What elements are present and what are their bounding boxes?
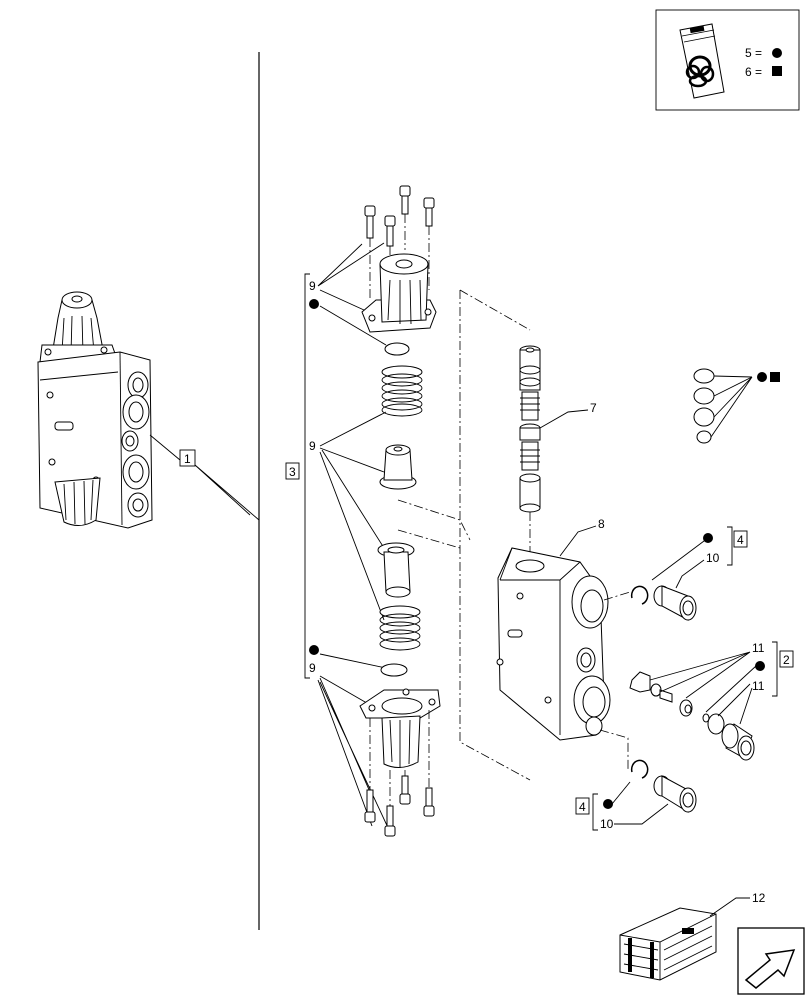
- seal-kit-legend: 5 = 6 =: [655, 9, 800, 111]
- shipping-crate-icon: [619, 907, 717, 981]
- callout-10-lower[interactable]: 10: [600, 817, 614, 831]
- kit-5-label: 5 =: [745, 46, 762, 60]
- assembly-line-plug-up: [603, 591, 631, 601]
- top-pilot-cap: [361, 253, 437, 333]
- bottom-cap-screws: [364, 710, 435, 837]
- callout-8[interactable]: 8: [598, 517, 605, 531]
- assembled-valve-section: [37, 291, 153, 529]
- assembly-line-plug: [599, 729, 629, 770]
- bracket-4-lower: [592, 793, 598, 831]
- callout-12[interactable]: 12: [752, 891, 766, 905]
- callout-10-upper-leader: [675, 559, 705, 589]
- callout-4-upper[interactable]: 4: [737, 533, 744, 547]
- bracket-2: [772, 641, 778, 697]
- kit-6-label: 6 =: [745, 65, 762, 79]
- callout-11-lower[interactable]: 11: [752, 679, 765, 693]
- bottom-pilot-cap: [359, 688, 441, 768]
- circlip-lower: [630, 759, 649, 779]
- top-cap-screws: [364, 185, 435, 300]
- callout-1-box[interactable]: [179, 449, 196, 467]
- kit-5-marker: [755, 661, 765, 671]
- dot-leader-11: [705, 665, 757, 713]
- kit-5-marker: [309, 299, 319, 309]
- assembly-line-left: [459, 290, 531, 781]
- plug-lower: [653, 775, 697, 813]
- o-ring-set: [693, 368, 780, 444]
- callout-9-bottom[interactable]: 9: [309, 661, 316, 675]
- circlip-upper: [630, 585, 649, 605]
- assembly-line-top: [459, 289, 531, 331]
- callout-12-leader: [709, 897, 750, 917]
- callout-11-upper-leader: [649, 651, 751, 699]
- kit-6-square-symbol: [772, 66, 782, 76]
- o-ring-bottom: [380, 663, 408, 677]
- seal-kit-bag-icon: [679, 23, 725, 99]
- oring-leader: [319, 653, 387, 669]
- callout-2-box[interactable]: [779, 650, 794, 668]
- spring-seat-top: [379, 444, 417, 490]
- callout-9-bottom-leader: [317, 675, 391, 833]
- callout-11-lower-leader: [717, 683, 753, 725]
- callout-11-upper[interactable]: 11: [752, 641, 765, 655]
- bracket-3: 3: [285, 273, 310, 679]
- callout-1-leader: [149, 434, 260, 521]
- callout-3[interactable]: 3: [289, 465, 296, 479]
- callout-10-upper[interactable]: 10: [706, 551, 720, 565]
- o-ring-top: [384, 342, 410, 356]
- callout-9-top[interactable]: 9: [309, 279, 316, 293]
- callout-1[interactable]: 1: [184, 452, 191, 466]
- callout-4-upper-box[interactable]: [733, 530, 748, 548]
- spring-bottom: [379, 605, 421, 651]
- callout-2[interactable]: 2: [783, 653, 790, 667]
- callout-7-leader: [539, 409, 589, 429]
- navigation-arrow-icon[interactable]: [737, 927, 805, 995]
- valve-body: [496, 547, 611, 741]
- callout-7[interactable]: 7: [590, 401, 597, 415]
- callout-4-lower[interactable]: 4: [579, 800, 586, 814]
- spool: [519, 345, 541, 513]
- kit-5-marker: [603, 799, 613, 809]
- dot-leader-upper: [651, 537, 709, 581]
- callout-9-middle-leader: [319, 411, 387, 621]
- callout-4-lower-box[interactable]: [575, 797, 590, 815]
- kit-5-circle-symbol: [772, 48, 782, 58]
- spring-seat-bottom: [377, 542, 415, 598]
- relief-valve-parts: [629, 671, 755, 761]
- callout-9-top-leader: [317, 242, 387, 346]
- assembly-line-mid2: [397, 529, 461, 549]
- callout-9-middle[interactable]: 9: [309, 439, 316, 453]
- bracket-4-upper: [727, 526, 733, 566]
- callout-8-leader: [559, 525, 597, 557]
- assembly-line-mid: [397, 499, 471, 541]
- spring-top: [381, 365, 423, 417]
- dot-leader-lower: [611, 781, 631, 805]
- callout-10-lower-leader: [614, 803, 669, 825]
- plug-upper: [653, 585, 697, 621]
- kit-5-marker: [309, 645, 319, 655]
